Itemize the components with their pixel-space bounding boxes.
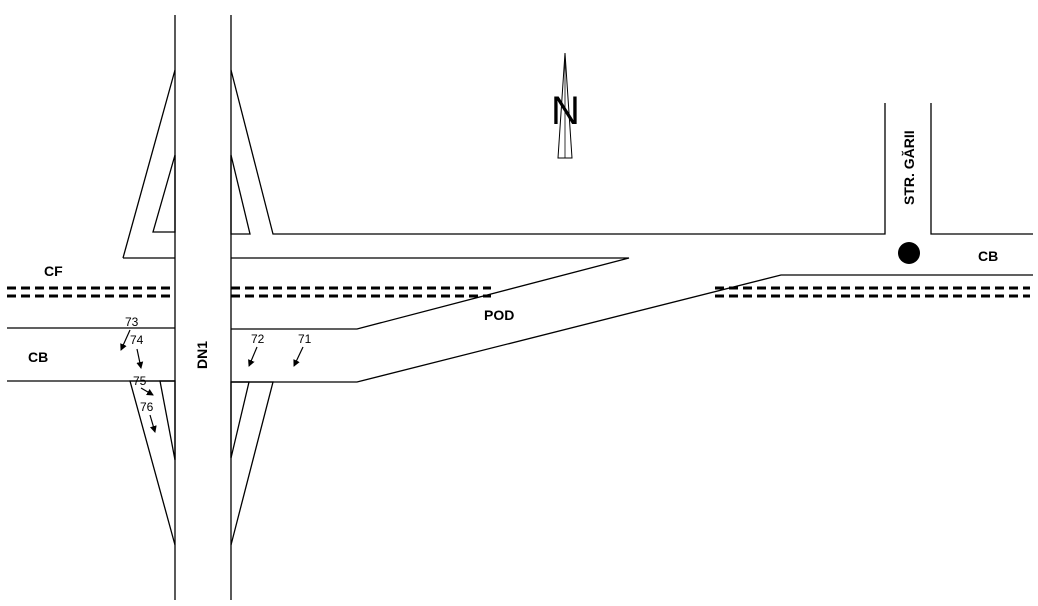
- bridge-road: [123, 257, 1033, 383]
- north-arrow-icon: [557, 52, 573, 159]
- marker-72: 72: [248, 332, 265, 367]
- marker-73-arrow: [120, 329, 131, 351]
- north-ramps: [122, 69, 886, 259]
- marker-71-label: 71: [298, 332, 312, 346]
- str-garii-road: [930, 103, 1033, 235]
- marker-73: 73: [120, 315, 139, 351]
- marker-71-arrow: [293, 346, 304, 367]
- marker-74: 74: [130, 333, 144, 369]
- marker-75-label: 75: [133, 374, 147, 388]
- marker-72-arrow: [248, 346, 258, 367]
- marker-76-label: 76: [140, 400, 154, 414]
- location-dot: [898, 242, 920, 264]
- marker-74-label: 74: [130, 333, 144, 347]
- west-road-label: CB: [28, 349, 48, 365]
- marker-76-arrow: [149, 414, 157, 433]
- street-label: STR. GĂRII: [901, 130, 917, 205]
- dn1-label: DN1: [194, 341, 210, 369]
- marker-71: 71: [293, 332, 312, 367]
- marker-73-label: 73: [125, 315, 139, 329]
- rail-label: CF: [44, 263, 63, 279]
- north-label: N: [551, 89, 580, 133]
- marker-75: 75: [133, 374, 154, 396]
- marker-75-arrow: [140, 387, 154, 396]
- dn1-road: [174, 15, 232, 600]
- marker-76: 76: [140, 400, 157, 433]
- south-ramps: [129, 380, 274, 546]
- bridge-label: POD: [484, 307, 514, 323]
- railway: [7, 286, 1030, 298]
- east-road-label: CB: [978, 248, 998, 264]
- marker-74-arrow: [136, 348, 144, 369]
- marker-72-label: 72: [251, 332, 265, 346]
